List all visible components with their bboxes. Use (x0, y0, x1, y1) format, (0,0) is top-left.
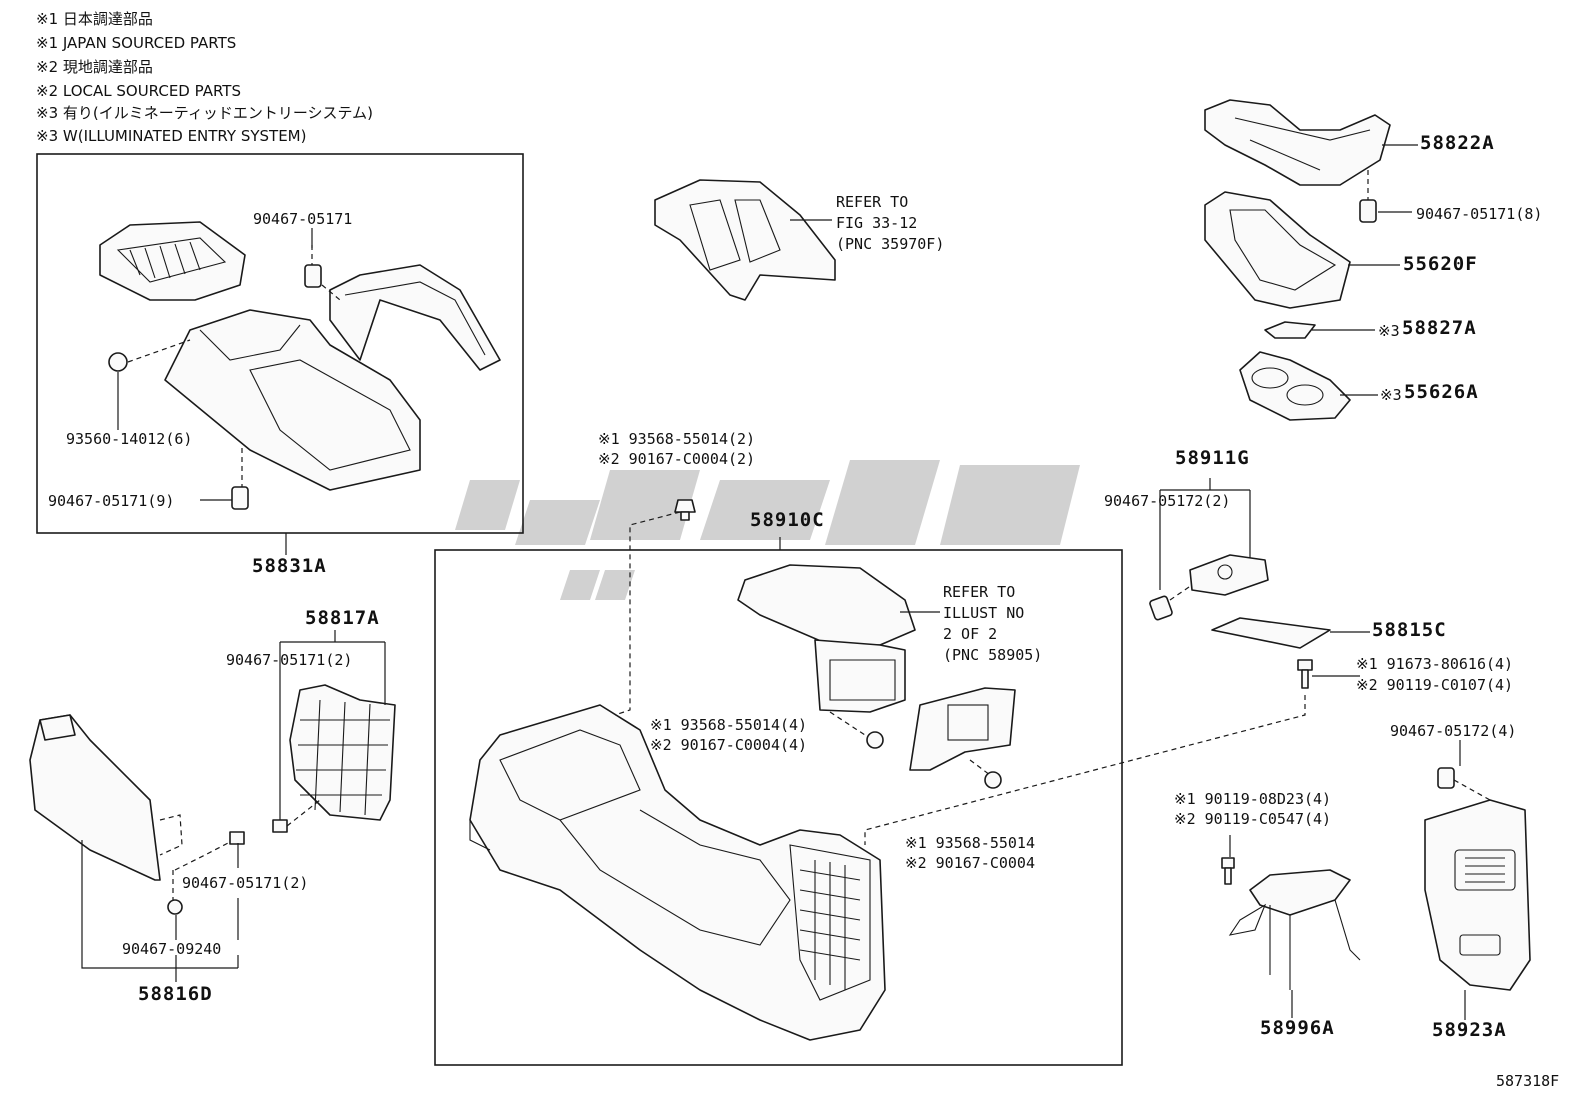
label-90167-C0004: ※2 90167-C0004 (905, 854, 1035, 872)
label-93568-55014-4: ※1 93568-55014(4) (650, 716, 808, 734)
bolt-icon (984, 771, 1002, 789)
label-58831A: 58831A (252, 555, 327, 577)
label-55620F: 55620F (1403, 253, 1478, 275)
label-93568-55014-2: ※1 93568-55014(2) (598, 430, 756, 448)
clip-icon (167, 899, 183, 915)
part-58831A-upper-panel (164, 309, 421, 491)
clip-icon (229, 831, 245, 845)
label-93568-55014: ※1 93568-55014 (905, 834, 1035, 852)
note-2-en: ※2 LOCAL SOURCED PARTS (36, 82, 241, 100)
label-58822A: 58822A (1420, 132, 1495, 154)
part-58831A-vent-grille (99, 221, 246, 301)
label-90167-C0004-4: ※2 90167-C0004(4) (650, 736, 808, 754)
label-93560-14012: 93560-14012(6) (66, 430, 193, 448)
label-90467-05171-2-a: 90467-05171(2) (226, 651, 353, 669)
part-58910C-console-body (469, 704, 886, 1041)
label-55626A: 55626A (1404, 381, 1479, 403)
part-55626A (1239, 351, 1378, 421)
part-58831A-side-trim (329, 264, 501, 371)
label-58923A: 58923A (1432, 1019, 1507, 1041)
part-58996A-bracket (1228, 869, 1361, 990)
label-90467-05171-9: 90467-05171(9) (48, 492, 175, 510)
clip-icon (1149, 595, 1173, 621)
part-58923A-rear-panel (1424, 799, 1531, 1020)
note-3-jp: ※3 有り(イルミネーティッドエントリーシステム) (36, 104, 373, 122)
note-1-en: ※1 JAPAN SOURCED PARTS (36, 34, 237, 52)
label-58996A: 58996A (1260, 1017, 1335, 1039)
bolt-icon (866, 731, 884, 749)
label-refer-fig: REFER TO FIG 33-12 (PNC 35970F) (836, 193, 945, 253)
group-box-58831A (36, 153, 524, 534)
label-58816D: 58816D (138, 983, 213, 1005)
group-box-58910C (434, 549, 1123, 1066)
watermark-logo (455, 460, 1080, 600)
label-90167-C0004-2: ※2 90167-C0004(2) (598, 450, 756, 468)
part-58911G-switch-panel (1189, 554, 1269, 596)
note-3-en: ※3 W(ILLUMINATED ENTRY SYSTEM) (36, 127, 307, 145)
label-90119-C0107: ※2 90119-C0107(4) (1356, 676, 1514, 694)
label-58910C: 58910C (750, 509, 825, 531)
label-58827A-note: ※3 (1378, 322, 1400, 340)
clip-icon (108, 264, 322, 510)
clip-icon (1437, 767, 1455, 789)
label-90119-08D23: ※1 90119-08D23(4) (1174, 790, 1332, 808)
label-55626A-note: ※3 (1380, 386, 1402, 404)
part-55620F (1204, 191, 1400, 309)
label-91673-80616: ※1 91673-80616(4) (1356, 655, 1514, 673)
clip-icon (272, 819, 288, 833)
part-console-bracket (909, 687, 1016, 771)
label-90467-05172-2: 90467-05172(2) (1104, 492, 1231, 510)
label-58911G: 58911G (1175, 447, 1250, 469)
note-2-jp: ※2 現地調達部品 (36, 58, 153, 76)
label-90467-05171: 90467-05171 (253, 210, 353, 228)
part-58827A (1264, 321, 1375, 339)
label-58815C: 58815C (1372, 619, 1447, 641)
label-90467-05171-2-b: 90467-05171(2) (182, 874, 309, 892)
label-58817A: 58817A (305, 607, 380, 629)
part-58815C-mat (1211, 617, 1370, 649)
label-90467-09240: 90467-09240 (122, 940, 222, 958)
bolt-icon (674, 499, 696, 521)
bolt-icon (1297, 659, 1360, 689)
part-58822A (1204, 99, 1418, 186)
label-refer-illust: REFER TO ILLUST NO 2 OF 2 (PNC 58905) (943, 583, 1043, 664)
note-1-jp: ※1 日本調達部品 (36, 10, 153, 28)
part-armrest-lid (737, 564, 940, 713)
figure-id: 587318F (1496, 1072, 1560, 1090)
bolt-icon (1221, 857, 1235, 885)
part-58817A-duct (289, 684, 396, 821)
label-58827A: 58827A (1402, 317, 1477, 339)
part-shift-boot-ref (654, 179, 836, 301)
label-90467-05171-8: 90467-05171(8) (1416, 205, 1543, 223)
label-90119-C0547: ※2 90119-C0547(4) (1174, 810, 1332, 828)
clip-icon (1359, 199, 1377, 223)
part-58816D-side-panel (29, 714, 161, 881)
label-90467-05172-4: 90467-05172(4) (1390, 722, 1517, 740)
